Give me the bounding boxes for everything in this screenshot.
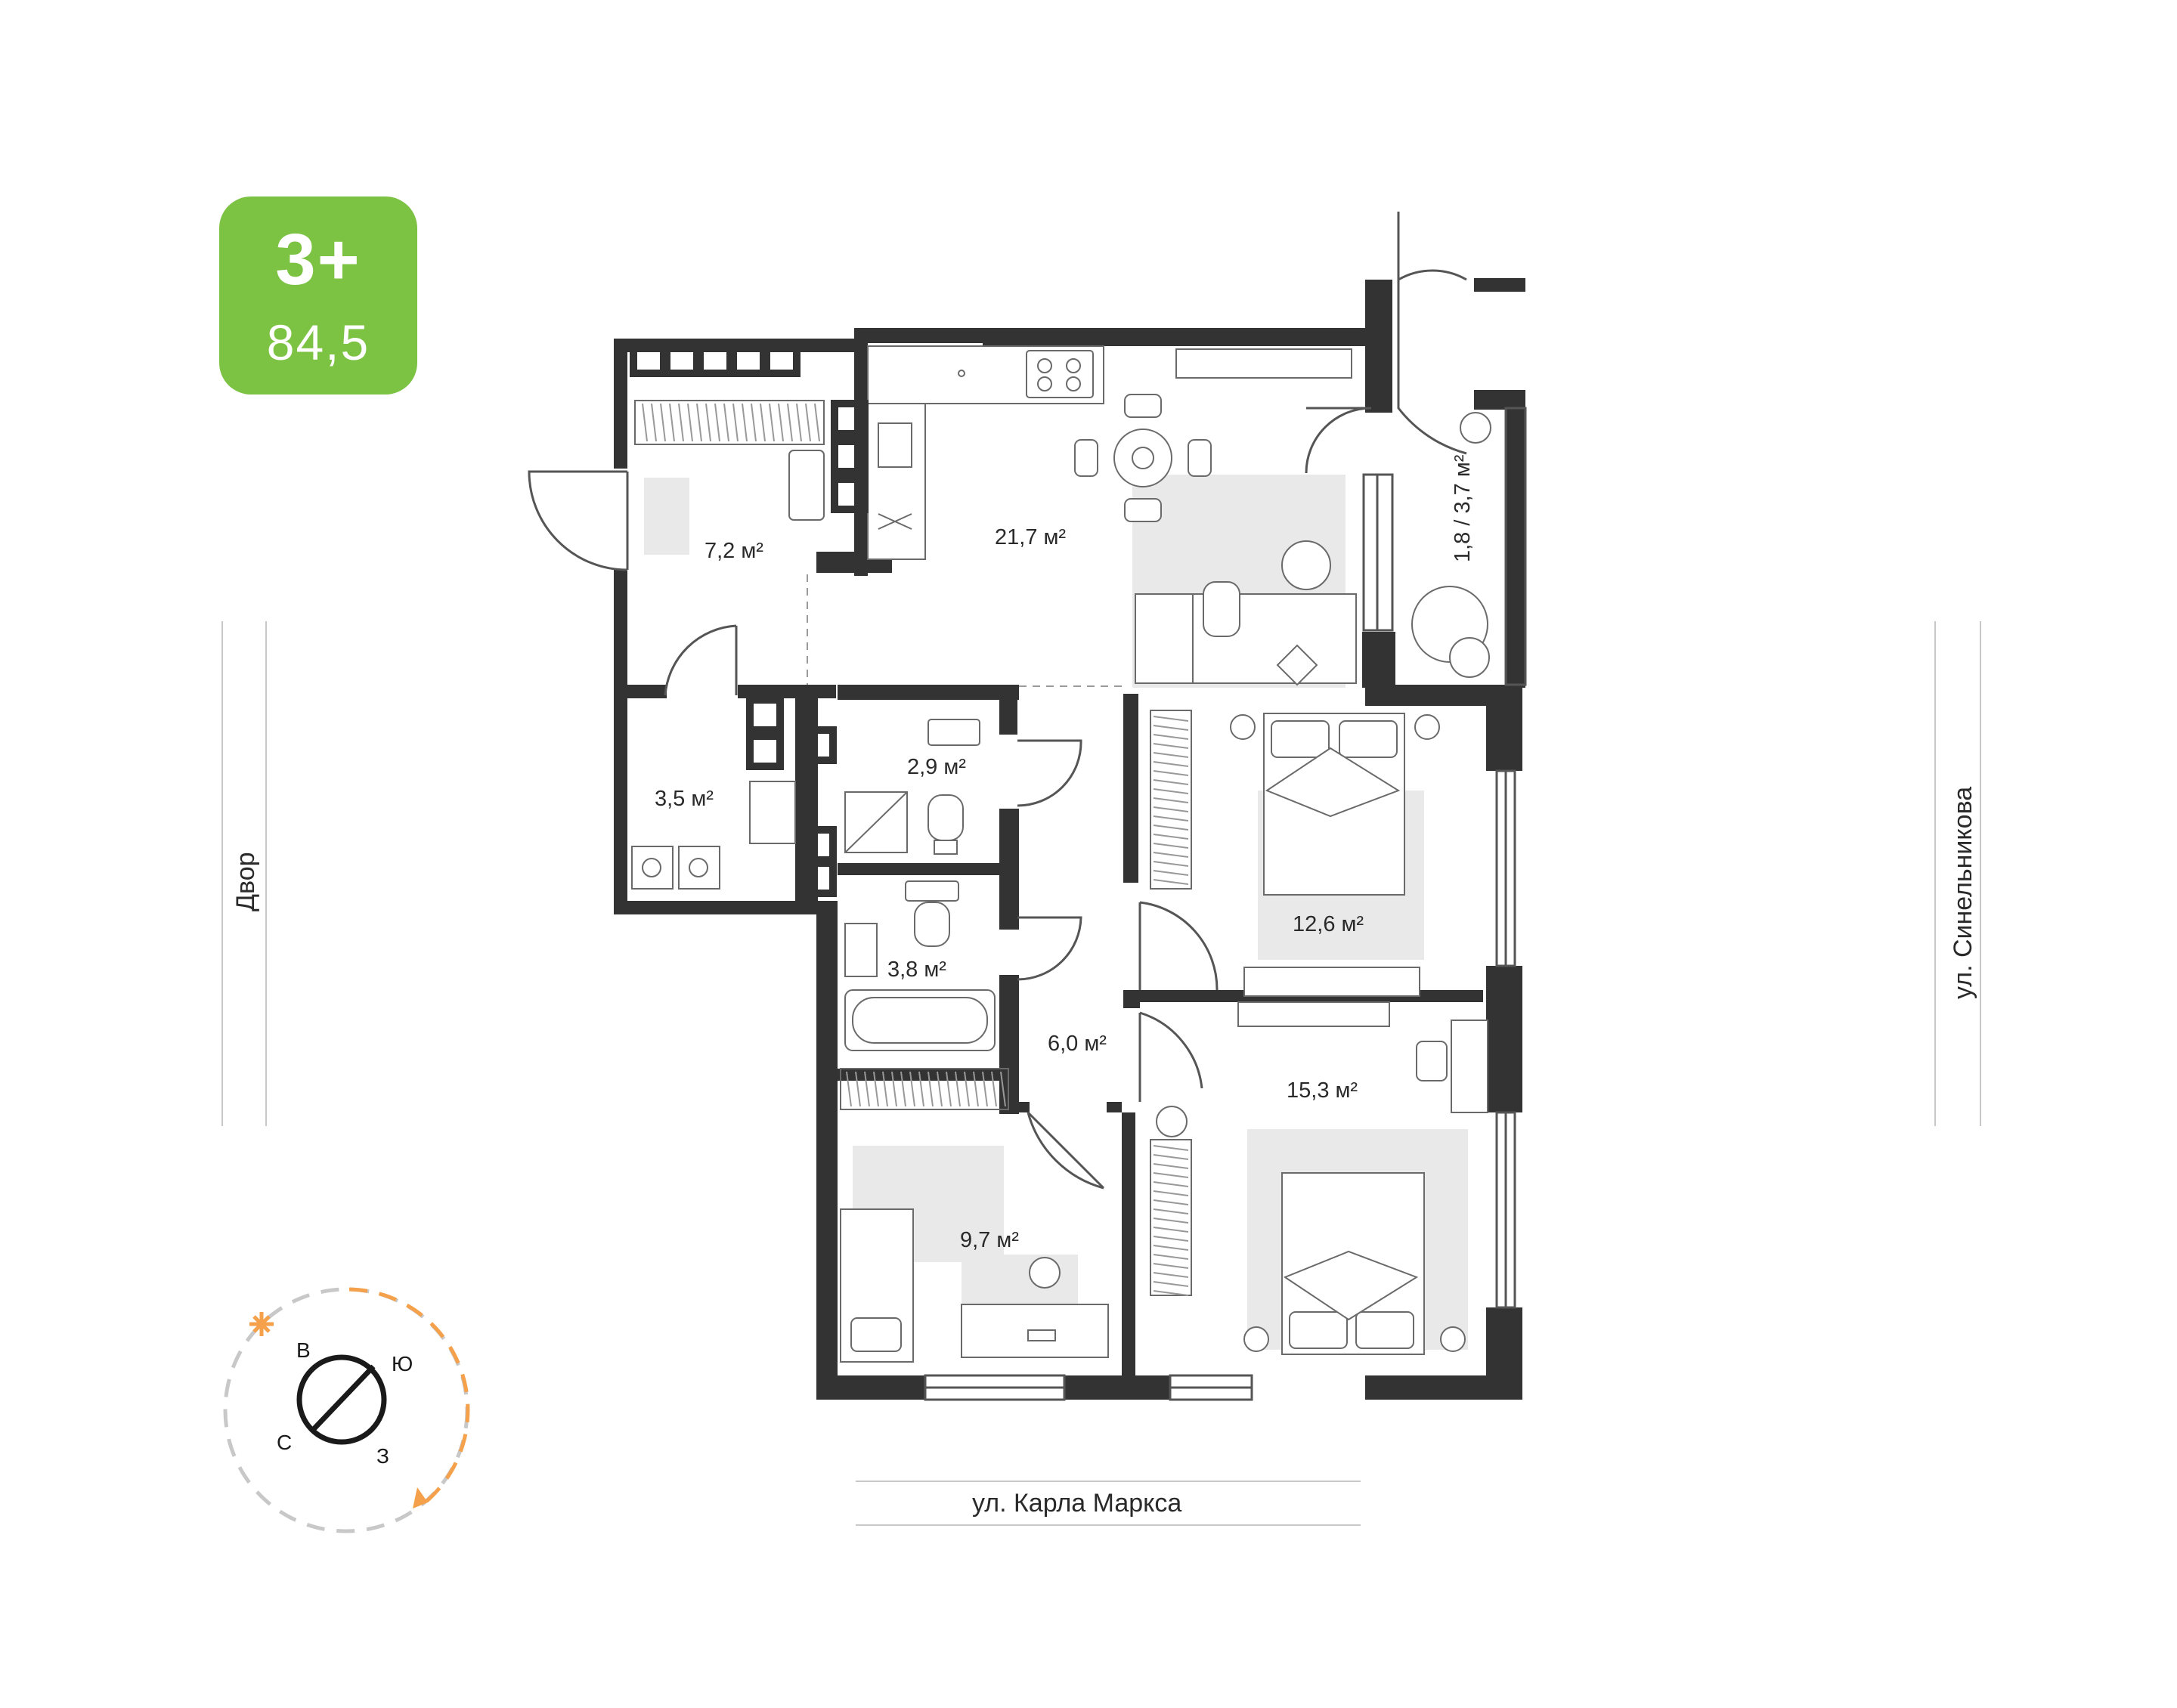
street-label-left: Двор (231, 852, 260, 911)
bath-fixtures (844, 719, 996, 1051)
doors (528, 212, 1467, 1190)
sun-icon (249, 1312, 274, 1336)
hall-fixtures (631, 450, 825, 890)
walls (614, 278, 1525, 1400)
room-area-bathroom: 3,8 м² (887, 958, 946, 982)
room-count: 3+ (275, 219, 361, 300)
street-label-right: ул. Синельникова (1949, 787, 1977, 999)
zone-dividers (807, 574, 1123, 687)
bedroom-furniture (1230, 713, 1488, 1355)
window-lines (924, 407, 1527, 1401)
room-labels: 7,2 м² 21,7 м² 1,8 / 3,7 м² 3,5 м² 2,9 м… (655, 454, 1475, 1252)
room-area-storage: 3,5 м² (655, 787, 714, 811)
wardrobe-hatching (642, 403, 1189, 1296)
room-area-kids: 9,7 м² (960, 1228, 1019, 1252)
street-label-bottom: ул. Карла Маркса (972, 1489, 1181, 1518)
total-area: 84,5 (266, 314, 370, 370)
room-area-wc: 2,9 м² (907, 755, 966, 779)
kids-furniture (840, 1208, 1109, 1363)
apartment-badge: 3+ 84,5 (219, 196, 417, 395)
living-furniture (1074, 394, 1490, 686)
shelving (630, 339, 869, 897)
compass-west: З (376, 1444, 389, 1468)
compass-east: В (296, 1338, 311, 1362)
kitchen-counter (867, 345, 1352, 560)
street-lines (221, 621, 1981, 1526)
room-area-kitchen-living: 21,7 м² (995, 525, 1066, 549)
room-area-loggia: 1,8 / 3,7 м² (1451, 454, 1475, 562)
room-area-hall: 7,2 м² (705, 539, 763, 563)
room-area-bedroom1: 12,6 м² (1293, 912, 1364, 936)
compass-north: С (277, 1431, 292, 1454)
wardrobes (634, 400, 1192, 1296)
room-area-corridor: 6,0 м² (1048, 1032, 1107, 1056)
compass-south: Ю (392, 1352, 413, 1375)
compass: С В Ю З (223, 1287, 470, 1533)
room-area-bedroom2: 15,3 м² (1287, 1078, 1358, 1103)
plant-icons (1132, 412, 1491, 1137)
